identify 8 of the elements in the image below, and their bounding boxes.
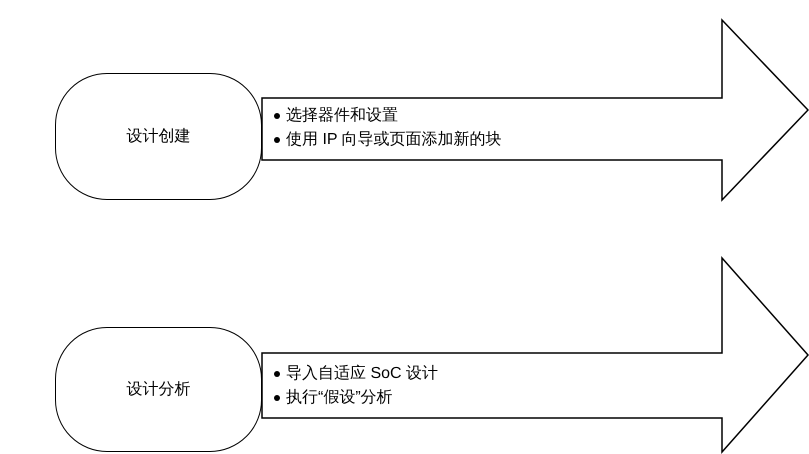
bullet-text: 执行“假设”分析 xyxy=(286,388,393,408)
box-label: 设计创建 xyxy=(126,126,190,147)
box-label: 设计分析 xyxy=(126,380,190,400)
rounded-box xyxy=(55,327,262,452)
bullet-text: 导入自适应 SoC 设计 xyxy=(286,364,438,384)
bullet-text: 选择器件和设置 xyxy=(286,106,398,126)
rounded-box xyxy=(55,73,262,200)
bullet-text: 使用 IP 向导或页面添加新的块 xyxy=(286,130,502,150)
